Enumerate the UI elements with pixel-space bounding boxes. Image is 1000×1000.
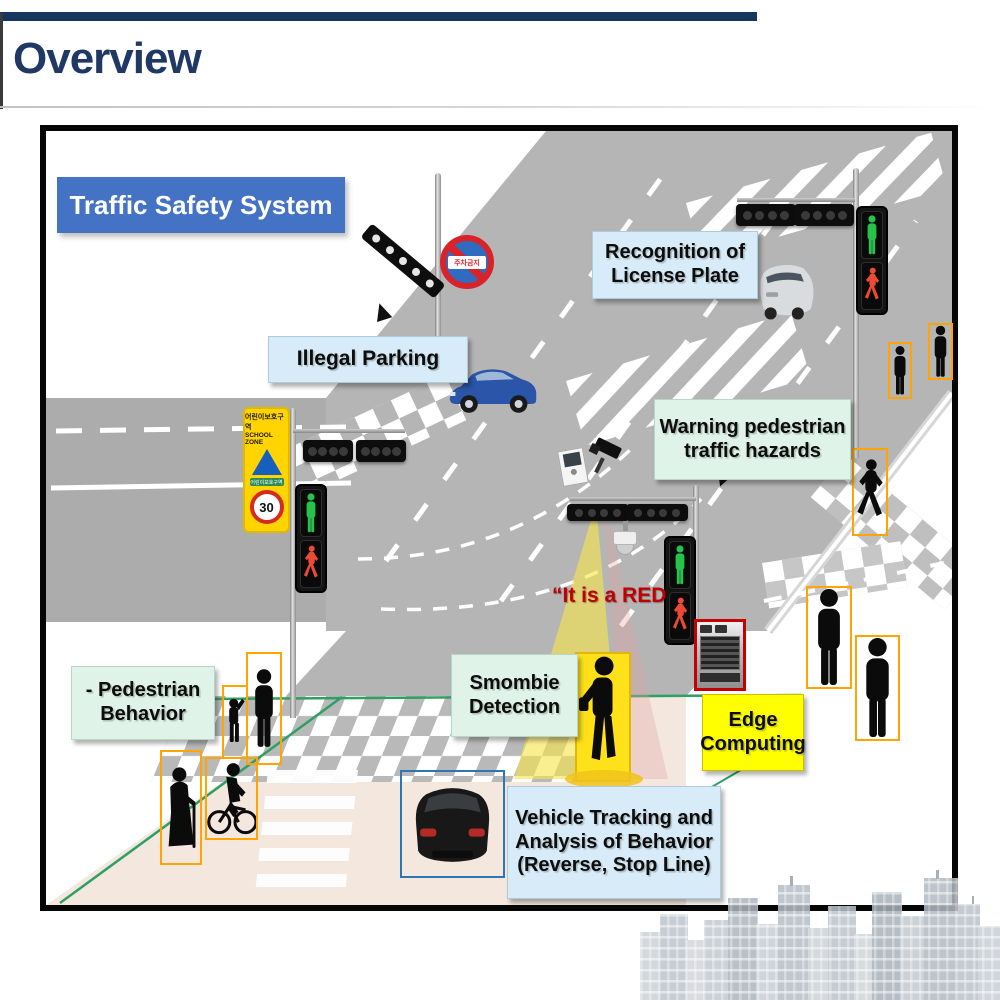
no-parking-sign-icon: 주차금지 xyxy=(440,235,494,289)
header-accent-bar xyxy=(0,12,757,21)
header-left-tick xyxy=(0,13,3,109)
traffic-signal-head xyxy=(356,440,406,462)
edge-computing-kiosk xyxy=(694,619,746,691)
intersection-ground xyxy=(46,131,981,905)
crosswalk-bottom-left xyxy=(255,770,358,887)
label-pedestrian-behavior: - Pedestrian Behavior xyxy=(71,666,215,740)
traffic-signal-head xyxy=(626,504,688,521)
signal-pole-center xyxy=(693,485,699,620)
signal-arm-right xyxy=(737,198,855,202)
crossing-children-icon xyxy=(251,449,282,475)
label-license-plate: Recognition of License Plate xyxy=(592,231,758,299)
label-warning-pedestrian: Warning pedestrian traffic hazards xyxy=(654,399,851,480)
system-title: Traffic Safety System xyxy=(57,177,345,233)
signal-pole-right xyxy=(853,168,859,458)
red-light-alert-text: “It is a RED xyxy=(552,584,667,607)
school-zone-english: SCHOOL ZONE xyxy=(245,432,273,446)
cyclist-bbox xyxy=(205,757,258,840)
school-zone-badge: 어린이보호구역 xyxy=(249,478,284,486)
traffic-signal-head xyxy=(303,440,353,462)
pedestrian-bbox xyxy=(855,635,900,741)
elderly-bbox xyxy=(160,750,202,865)
sign-pole xyxy=(435,173,441,343)
blue-car-icon xyxy=(445,360,541,422)
traffic-signal-head xyxy=(567,504,629,521)
label-edge-computing: Edge Computing xyxy=(700,694,806,771)
smombie-icon xyxy=(578,650,624,772)
school-zone-korean: 어린이보호구역 xyxy=(245,414,284,431)
pedestrian-bbox xyxy=(246,652,282,765)
pedestrian-bbox xyxy=(888,342,912,399)
traffic-signal-head xyxy=(794,204,854,226)
signal-pole-left xyxy=(290,408,296,718)
title-divider xyxy=(0,106,1000,108)
silver-van-icon xyxy=(751,253,819,325)
pedestrian-signal xyxy=(664,536,696,645)
signal-arm-left xyxy=(293,429,405,433)
page-title: Overview xyxy=(13,34,202,83)
pedestrian-bbox xyxy=(806,586,852,689)
label-smombie-detection: Smombie Detection xyxy=(451,654,578,737)
city-skyline xyxy=(640,870,1000,1000)
label-vehicle-tracking: Vehicle Tracking and Analysis of Behavio… xyxy=(507,786,721,899)
label-illegal-parking: Illegal Parking xyxy=(268,336,468,383)
speed-limit-sign: 30 xyxy=(249,490,284,524)
signal-arm-center xyxy=(570,497,696,501)
school-zone-sign: 어린이보호구역 SCHOOL ZONE 어린이보호구역 30 xyxy=(243,407,290,533)
vehicle-bbox xyxy=(400,770,505,878)
cctv-dome-camera-icon xyxy=(612,521,638,555)
system-title-text: Traffic Safety System xyxy=(69,189,333,220)
pedestrian-bbox xyxy=(852,448,888,536)
child-bbox xyxy=(222,685,248,759)
pedestrian-signal xyxy=(295,484,327,593)
crosswalk-top-right xyxy=(686,132,948,259)
black-car-icon xyxy=(415,788,490,862)
traffic-signal-head xyxy=(736,204,796,226)
no-parking-text: 주차금지 xyxy=(448,256,486,269)
crosswalk-center xyxy=(566,312,811,447)
pedestrian-bbox xyxy=(928,323,953,380)
pedestrian-signal xyxy=(856,206,888,315)
